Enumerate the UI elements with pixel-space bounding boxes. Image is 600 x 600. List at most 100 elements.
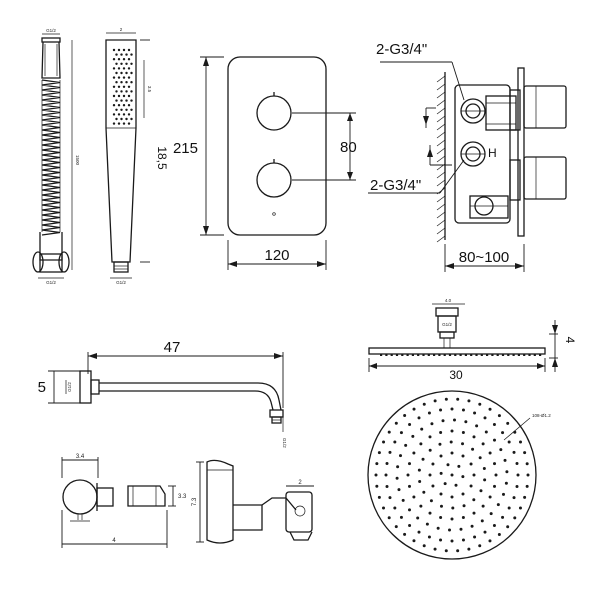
top-nozzle bbox=[507, 440, 511, 444]
spray-hole bbox=[120, 90, 123, 93]
hatch-line bbox=[436, 147, 446, 155]
valve-front-view: 215 80 120 bbox=[173, 56, 357, 270]
hand-shower-spray-holes bbox=[112, 48, 133, 125]
top-nozzle bbox=[472, 435, 476, 439]
spray-hole bbox=[117, 58, 121, 61]
hatch-line bbox=[436, 83, 446, 91]
top-nozzle bbox=[478, 402, 482, 406]
top-nozzle bbox=[446, 463, 450, 467]
side-nozzle bbox=[496, 354, 499, 356]
spray-hole bbox=[112, 113, 116, 116]
top-nozzle bbox=[387, 516, 391, 520]
spray-hole bbox=[130, 108, 133, 112]
spray-hole bbox=[117, 67, 121, 70]
spray-hole bbox=[130, 53, 133, 56]
spray-hole bbox=[117, 122, 121, 125]
top-nozzle bbox=[475, 424, 479, 428]
hatch-line bbox=[436, 123, 446, 131]
top-nozzle bbox=[506, 525, 510, 529]
top-nozzle bbox=[427, 411, 431, 415]
side-nozzle bbox=[475, 354, 478, 356]
side-nozzle bbox=[385, 354, 388, 356]
top-nozzle bbox=[399, 515, 403, 519]
top-nozzle bbox=[403, 532, 407, 536]
spray-hole bbox=[115, 108, 118, 112]
top-nozzle bbox=[393, 506, 397, 510]
spray-hole bbox=[120, 71, 123, 75]
overhead-top-view: 108-Ø1.2 bbox=[367, 390, 551, 560]
top-nozzle bbox=[385, 484, 389, 488]
spray-hole bbox=[112, 94, 116, 98]
valve-height-label: 215 bbox=[173, 140, 198, 157]
spray-hole bbox=[125, 62, 128, 65]
top-nozzle bbox=[384, 473, 388, 477]
top-nozzle bbox=[408, 524, 412, 528]
spray-hole bbox=[130, 90, 133, 93]
top-nozzle bbox=[393, 440, 397, 444]
top-nozzle bbox=[425, 522, 429, 526]
holder-height-label: 7.3 bbox=[192, 497, 198, 506]
top-nozzle bbox=[406, 473, 410, 477]
top-nozzle bbox=[439, 538, 443, 542]
spray-hole bbox=[112, 104, 116, 107]
hatch-line bbox=[436, 219, 446, 227]
top-nozzle bbox=[439, 471, 443, 475]
top-nozzle bbox=[433, 399, 437, 403]
top-nozzle bbox=[456, 549, 460, 553]
spray-hole bbox=[112, 58, 116, 61]
top-nozzle bbox=[525, 484, 529, 488]
top-nozzle bbox=[452, 418, 456, 422]
hand-shower-length-label: 18,5 bbox=[155, 146, 169, 170]
top-nozzle bbox=[492, 422, 496, 426]
hatch-line bbox=[436, 211, 446, 219]
top-nozzle bbox=[382, 506, 386, 510]
top-nozzle bbox=[401, 498, 405, 502]
top-nozzle bbox=[523, 495, 527, 499]
top-nozzle bbox=[513, 516, 517, 520]
top-nozzle bbox=[439, 492, 443, 496]
spray-hole bbox=[125, 99, 128, 102]
top-nozzle bbox=[461, 516, 465, 520]
top-nozzle bbox=[467, 547, 471, 551]
top-nozzle bbox=[388, 496, 392, 500]
top-nozzle bbox=[428, 435, 432, 439]
side-nozzle bbox=[512, 354, 515, 356]
spray-hole bbox=[125, 53, 128, 56]
spray-hole bbox=[112, 48, 116, 52]
spray-hole bbox=[122, 104, 126, 107]
spray-hole bbox=[115, 81, 118, 84]
top-nozzle bbox=[526, 473, 530, 477]
top-nozzle bbox=[421, 457, 425, 461]
top-nozzle bbox=[407, 484, 411, 488]
top-nozzle bbox=[456, 397, 460, 401]
hatch-line bbox=[436, 171, 446, 179]
overhead-block-label: G1/2 bbox=[442, 322, 452, 327]
top-nozzle bbox=[422, 402, 426, 406]
side-nozzle bbox=[528, 354, 531, 356]
top-nozzle bbox=[492, 524, 496, 528]
spray-hole bbox=[127, 113, 131, 116]
spray-hole bbox=[127, 85, 131, 89]
elbow-height-label: 3.3 bbox=[178, 494, 187, 500]
valve-spacing-label: 80 bbox=[340, 139, 357, 156]
hatch-line bbox=[436, 131, 446, 139]
side-nozzle bbox=[417, 354, 420, 356]
top-nozzle bbox=[404, 443, 408, 447]
top-nozzle bbox=[497, 414, 501, 418]
top-nozzle bbox=[428, 473, 432, 477]
side-nozzle bbox=[380, 354, 383, 356]
top-nozzle bbox=[515, 462, 519, 466]
side-nozzle bbox=[390, 354, 393, 356]
spray-hole bbox=[115, 71, 118, 75]
top-nozzle bbox=[518, 506, 522, 510]
side-nozzle bbox=[459, 354, 462, 356]
elbow-width-label: 3.4 bbox=[76, 454, 85, 460]
top-nozzle bbox=[420, 427, 424, 431]
top-nozzle bbox=[479, 489, 483, 493]
overhead-diameter-label: 30 bbox=[449, 368, 463, 382]
top-nozzle bbox=[488, 451, 492, 455]
top-nozzle bbox=[428, 511, 432, 515]
valve-depth-label: 80~100 bbox=[459, 249, 509, 266]
top-nozzle bbox=[444, 549, 448, 553]
top-nozzle bbox=[429, 499, 433, 503]
